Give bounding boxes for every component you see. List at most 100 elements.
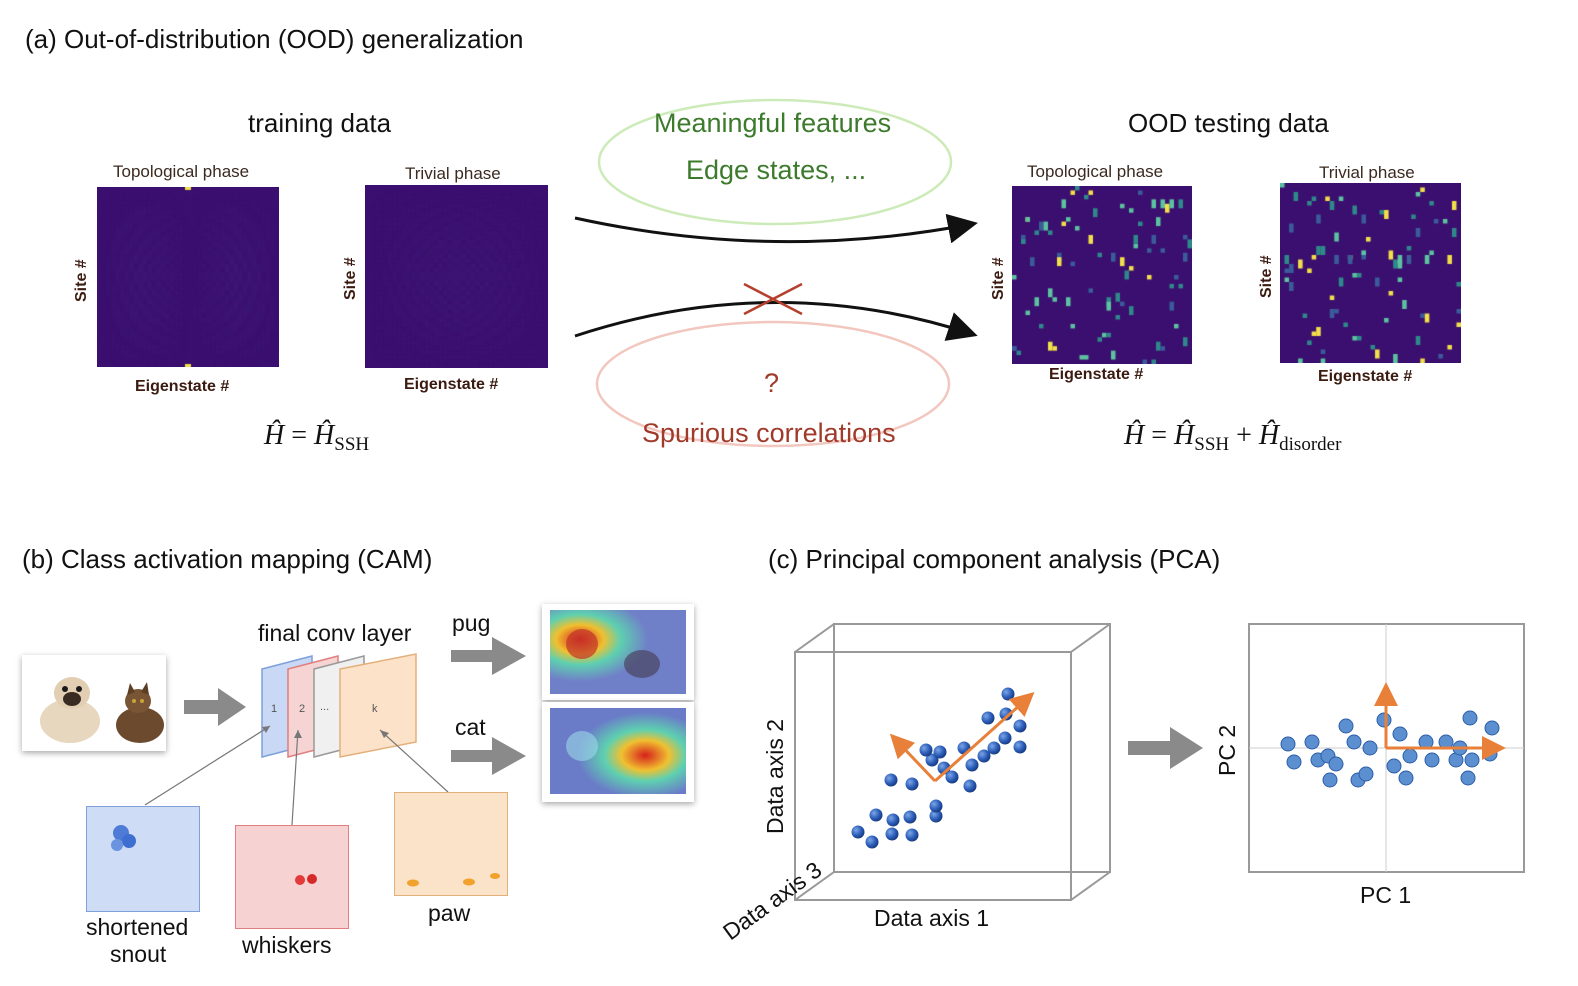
h-hat-ssh: Ĥ — [1174, 420, 1195, 451]
cube-data-point — [1013, 719, 1027, 733]
spurious-arrow — [574, 301, 978, 341]
training-data-heading: training data — [248, 108, 392, 138]
equals-sign: = — [291, 420, 308, 451]
heatmap-canvas — [97, 187, 279, 367]
pug-and-cat-illustration — [40, 677, 164, 743]
cube-data-point — [884, 773, 898, 787]
pc1-label: PC 1 — [1360, 882, 1412, 908]
test-topological-heatmap — [1012, 186, 1192, 364]
heatmap-canvas — [1280, 183, 1461, 363]
train-trivial-eigenstate-label: Eigenstate # — [404, 376, 499, 393]
pc-data-point — [1376, 712, 1392, 728]
ood-testing-data-heading: OOD testing data — [1128, 108, 1329, 138]
cube-data-point — [1001, 687, 1015, 701]
pc-data-point — [1424, 752, 1440, 768]
cube-data-point — [981, 711, 995, 725]
test-trivial-heatmap — [1280, 183, 1461, 363]
pc-data-point — [1386, 758, 1402, 774]
final-conv-layer-label: final conv layer — [258, 620, 412, 646]
pc-data-point — [1286, 754, 1302, 770]
test-hamiltonian-equation: Ĥ = ĤSSH + Ĥdisorder — [1124, 420, 1341, 456]
pc-data-point — [1402, 748, 1418, 764]
pug-label: pug — [452, 610, 491, 636]
whiskers-label: whiskers — [242, 932, 332, 958]
input-arrow — [184, 688, 246, 726]
ssh-subscript: SSH — [334, 434, 370, 455]
equals-sign: = — [1151, 420, 1168, 451]
cat-label: cat — [455, 714, 486, 740]
pc-data-point — [1398, 770, 1414, 786]
pug-and-cat-photo — [22, 655, 166, 751]
cube-data-point — [1013, 740, 1027, 754]
cube-data-point — [929, 809, 943, 823]
pc-data-point — [1362, 740, 1378, 756]
train-trivial-label: Trivial phase — [405, 164, 501, 183]
cube-principal-axis-1 — [933, 691, 1035, 783]
meaningful-arrow — [574, 213, 978, 244]
paw-feature-map — [394, 792, 508, 896]
whiskers-pointer-head — [294, 730, 302, 738]
pc-data-point — [1304, 734, 1320, 750]
h-hat: Ĥ — [1124, 420, 1145, 451]
pc2-label: PC 2 — [1214, 724, 1240, 776]
heatmap-canvas — [365, 185, 548, 368]
layer-label-dots: ... — [320, 701, 330, 713]
cube-principal-axis-2 — [889, 733, 937, 783]
spurious-correlations-ellipse — [595, 320, 951, 448]
cube-data-point — [903, 810, 917, 824]
pc-data-points — [1280, 710, 1500, 788]
feature-map-k — [339, 653, 417, 758]
meaningful-features-label: Meaningful features — [654, 108, 892, 138]
h-hat: Ĥ — [264, 420, 285, 451]
data-axis-1-label: Data axis 1 — [874, 905, 990, 931]
pc-data-point — [1484, 720, 1500, 736]
pug-arrow — [451, 637, 526, 675]
pc-data-point — [1392, 726, 1408, 742]
heatmap-canvas — [1012, 186, 1192, 364]
cube-data-point — [869, 808, 883, 822]
snout-feature-map — [86, 806, 200, 912]
test-trivial-eigenstate-label: Eigenstate # — [1318, 368, 1413, 385]
train-topological-heatmap — [97, 187, 279, 367]
layer-label-2: 2 — [299, 703, 306, 715]
cube-data-point — [925, 753, 939, 767]
meaningful-features-ellipse — [597, 98, 953, 226]
train-hamiltonian-equation: Ĥ = ĤSSH — [264, 420, 369, 456]
test-topological-eigenstate-label: Eigenstate # — [1049, 366, 1144, 383]
cat-arrow — [451, 737, 526, 775]
pc-data-point — [1328, 756, 1344, 772]
paw-pointer — [379, 729, 449, 793]
cube-data-point — [998, 731, 1012, 745]
whiskers-pointer — [291, 729, 299, 826]
cube-data-points — [851, 687, 1027, 849]
cube-data-point — [905, 777, 919, 791]
snout-label: snout — [110, 941, 167, 967]
pc-data-point — [1346, 734, 1362, 750]
cube-data-point — [977, 749, 991, 763]
paw-activation-blob — [407, 873, 500, 887]
cube-data-point — [945, 770, 959, 784]
pc-data-point — [1462, 710, 1478, 726]
cube-data-point — [929, 799, 943, 813]
train-topological-eigenstate-label: Eigenstate # — [135, 378, 230, 395]
whiskers-feature-map — [235, 825, 349, 929]
pc-data-point — [1280, 736, 1296, 752]
cube-data-point — [919, 743, 933, 757]
cube-data-point — [963, 779, 977, 793]
layer-label-1: 1 — [271, 703, 278, 715]
cube-data-point — [885, 827, 899, 841]
panel-c-title: (c) Principal component analysis (PCA) — [768, 544, 1221, 574]
spurious-correlations-label: Spurious correlations — [642, 418, 896, 448]
pc-data-point — [1464, 752, 1480, 768]
data-axis-2-label: Data axis 2 — [762, 718, 788, 834]
panel-a-title: (a) Out-of-distribution (OOD) generaliza… — [25, 24, 524, 54]
test-topological-label: Topological phase — [1027, 162, 1164, 181]
h-hat-disorder: Ĥ — [1258, 420, 1280, 451]
train-topological-label: Topological phase — [113, 162, 250, 181]
layer-label-k: k — [372, 703, 378, 715]
cube-data-point — [905, 828, 919, 842]
ssh-subscript: SSH — [1194, 434, 1230, 455]
